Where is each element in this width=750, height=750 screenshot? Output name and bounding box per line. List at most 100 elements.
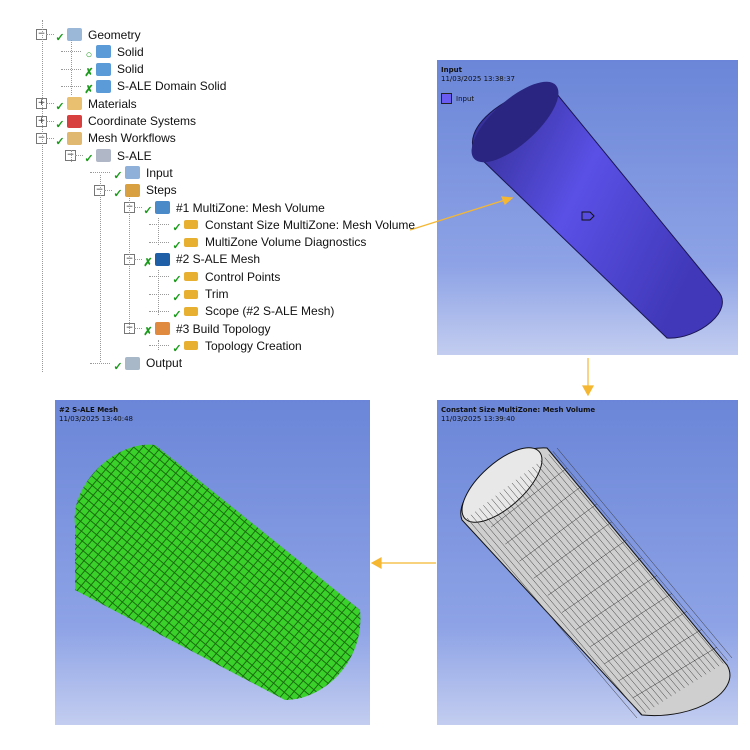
tree-item-label: #3 Build Topology xyxy=(176,321,271,336)
viewport-date: 11/03/2025 13:39:40 xyxy=(441,415,516,423)
status-check-icon: ✓ xyxy=(113,187,123,200)
output-icon xyxy=(125,356,140,370)
controls-icon xyxy=(184,289,198,299)
tree-item[interactable]: ✓ Materials xyxy=(46,95,137,114)
geometry-icon xyxy=(67,28,82,41)
solid-icon xyxy=(96,62,111,76)
status-check-icon: ✓ xyxy=(55,118,65,131)
tree-item-label: Input xyxy=(146,165,173,180)
viewport-date: 11/03/2025 13:38:37 xyxy=(441,75,516,83)
controls-icon xyxy=(184,272,198,282)
tree-connector xyxy=(149,293,169,295)
workflow-icon xyxy=(96,149,111,163)
tree-item[interactable]: ✓ Output xyxy=(104,355,183,373)
tree-item[interactable]: ✗Solid xyxy=(75,61,143,79)
viewport-title: Input xyxy=(441,66,462,74)
tree-item[interactable]: ✗ #3 Build Topology xyxy=(134,320,271,339)
tree-item[interactable]: ✓Constant Size MultiZone: Mesh Volume xyxy=(163,216,416,235)
input-viewport[interactable]: Input 11/03/2025 13:38:37 Input xyxy=(437,60,738,355)
tree-item[interactable]: ✓ Scope (#2 S-ALE Mesh) xyxy=(163,303,335,321)
status-x-icon: ✗ xyxy=(84,83,94,96)
materials-icon xyxy=(67,97,82,111)
tree-item-label: Output xyxy=(146,356,183,371)
tree-item[interactable]: ✓ Trim xyxy=(163,286,229,304)
tree-item[interactable]: ✓ Geometry xyxy=(46,26,141,45)
tree-connector xyxy=(134,207,142,208)
mesh-cylinder xyxy=(460,447,733,719)
cursor-marker xyxy=(581,211,595,221)
sale-mesh-icon xyxy=(155,252,170,266)
mesh-line xyxy=(533,521,613,579)
status-check-icon: ✓ xyxy=(55,135,65,148)
tree-item-label: Control Points xyxy=(205,269,281,284)
input-icon xyxy=(125,166,140,180)
status-check-icon: ✓ xyxy=(172,239,182,252)
multizone-mesh-viewport[interactable]: Constant Size MultiZone: Mesh Volume 11/… xyxy=(437,400,738,725)
status-check-icon: ✓ xyxy=(172,308,182,321)
status-check-icon: ✓ xyxy=(172,274,182,287)
mesh-line xyxy=(474,511,646,713)
tree-item[interactable]: ✗ #2 S-ALE Mesh xyxy=(134,251,261,269)
solid-cylinder xyxy=(471,81,723,339)
tree-item-label: Trim xyxy=(205,287,229,301)
controls-icon xyxy=(184,341,198,351)
status-check-icon: ✓ xyxy=(172,291,182,304)
tree-connector xyxy=(158,270,159,315)
tree-item[interactable]: ○Solid xyxy=(75,43,144,61)
tree-connector xyxy=(104,189,112,191)
sale-mesh-viewport[interactable]: #2 S-ALE Mesh 11/03/2025 13:40:48 xyxy=(55,400,370,725)
viewport-title: Constant Size MultiZone: Mesh Volume xyxy=(441,406,596,414)
steps-icon xyxy=(125,183,140,197)
tree-item[interactable]: ✓Topology Creation xyxy=(163,337,302,356)
status-check-icon: ✓ xyxy=(113,360,123,373)
status-check-icon: ✓ xyxy=(84,153,94,166)
project-tree: ✓Geometry−○Solid✗Solid✗S-ALE Domain Soli… xyxy=(0,0,430,380)
tree-item-label: #1 MultiZone: Mesh Volume xyxy=(176,200,325,215)
mesh-line xyxy=(590,593,673,647)
status-x-icon: ✗ xyxy=(143,256,153,269)
tree-item-label: Topology Creation xyxy=(205,338,302,353)
tree-item-label: Steps xyxy=(146,183,177,198)
tree-item[interactable]: ✓ Input xyxy=(104,164,173,183)
tree-item[interactable]: ✓ Control Points xyxy=(163,268,281,287)
tree-item[interactable]: ✓ Steps xyxy=(104,182,177,200)
mesh-line xyxy=(556,447,733,659)
tree-item[interactable]: ✓Coordinate Systems xyxy=(46,113,196,131)
status-check-icon: ✓ xyxy=(55,32,65,44)
tree-item-label: Materials xyxy=(88,96,137,111)
tree-item-label: Scope (#2 S-ALE Mesh) xyxy=(205,304,335,319)
tree-item-label: #2 S-ALE Mesh xyxy=(176,252,261,267)
tree-item-label: MultiZone Volume Diagnostics xyxy=(205,235,367,250)
tree-item[interactable]: ✓ MultiZone Volume Diagnostics xyxy=(163,234,367,252)
viewport-title: #2 S-ALE Mesh xyxy=(59,406,119,414)
mesh-workflows-icon xyxy=(67,131,82,145)
tree-connector xyxy=(100,175,101,362)
mesh-line xyxy=(632,646,718,699)
tree-connector xyxy=(46,103,54,105)
tree-connector xyxy=(129,196,130,333)
viewport-date: 11/03/2025 13:40:48 xyxy=(59,415,134,423)
arrow-right-icon xyxy=(184,306,198,316)
tree-connector xyxy=(149,241,169,243)
mesh-line xyxy=(505,485,583,545)
solid-icon xyxy=(96,79,111,93)
tree-connector xyxy=(158,340,159,350)
status-check-icon: ✓ xyxy=(55,101,65,114)
tree-connector xyxy=(46,34,54,35)
status-check-icon: ✓ xyxy=(113,170,123,183)
legend-label: Input xyxy=(456,94,475,103)
multizone-icon xyxy=(155,201,170,214)
tree-item[interactable]: ✓Mesh Workflows xyxy=(46,130,175,148)
tree-item-label: S-ALE xyxy=(117,148,152,163)
tree-item[interactable]: ✓ S-ALE xyxy=(75,147,152,166)
status-x-icon: ✗ xyxy=(143,326,153,339)
status-circle-icon: ○ xyxy=(85,48,93,61)
tree-item[interactable]: ✗ S-ALE Domain Solid xyxy=(75,78,227,96)
tree-connector xyxy=(46,120,54,122)
status-x-icon: ✗ xyxy=(84,66,94,79)
tree-item-label: Constant Size MultiZone: Mesh Volume xyxy=(205,217,416,232)
tree-connector xyxy=(134,328,142,330)
tree-item-label: S-ALE Domain Solid xyxy=(117,79,227,94)
tree-item-label: Geometry xyxy=(88,27,141,42)
tree-item[interactable]: ✓#1 MultiZone: Mesh Volume xyxy=(134,199,325,218)
